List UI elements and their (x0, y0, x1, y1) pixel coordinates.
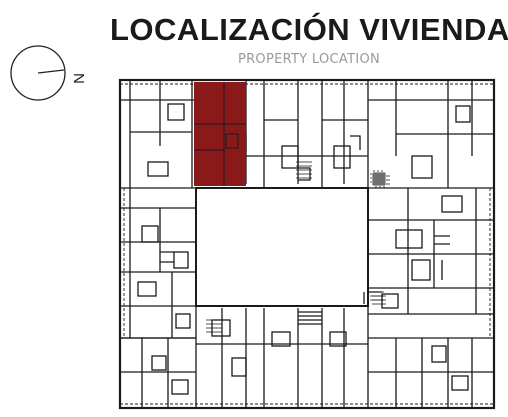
north-arrow-icon: N (10, 45, 87, 101)
floor-plan (118, 78, 496, 410)
page-title: LOCALIZACIÓN VIVIENDA (110, 12, 508, 47)
building-outline (118, 78, 496, 410)
top-wing (120, 80, 494, 189)
courtyard (195, 187, 369, 307)
right-wing (368, 188, 494, 315)
stairs-right (370, 172, 390, 301)
bottom-wing (120, 291, 494, 408)
stairs-bottom (206, 295, 386, 333)
left-wing (120, 188, 196, 339)
stairs-top (296, 161, 386, 186)
property-location-unit (194, 82, 246, 186)
balconies (120, 83, 494, 405)
north-label: N (70, 73, 87, 84)
page-subtitle: PROPERTY LOCATION (237, 52, 381, 67)
